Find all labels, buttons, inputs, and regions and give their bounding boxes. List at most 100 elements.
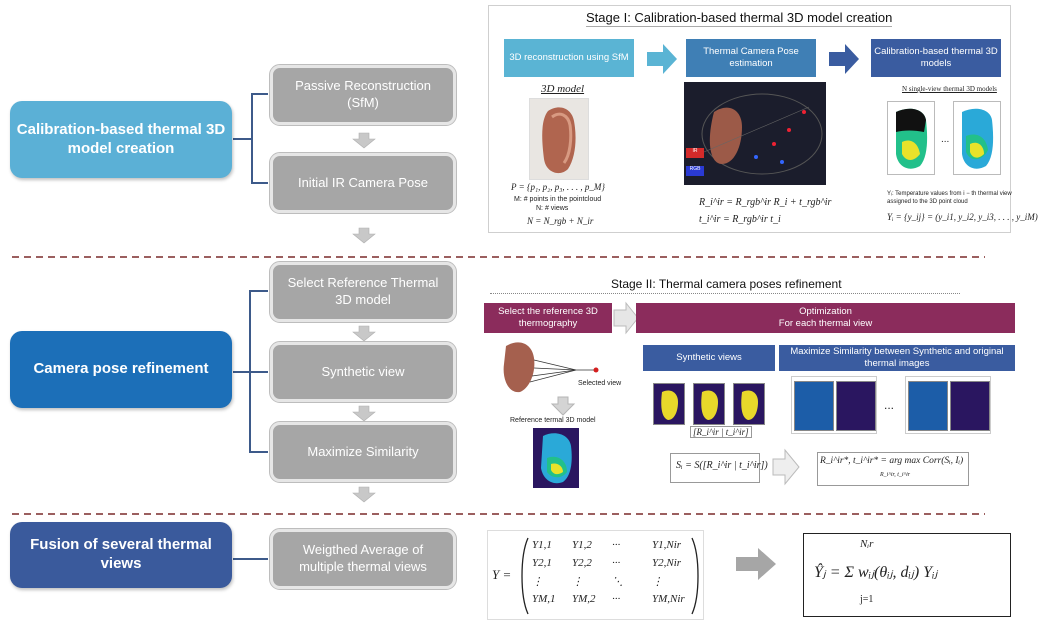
maximize-similarity-box: Maximize Similarity between Synthetic an… — [779, 345, 1015, 371]
matrix-cell: YM,2 — [572, 593, 596, 605]
fusion-equation-box: Nᵢr Ŷⱼ = Σ wᵢⱼ(θᵢⱼ, dᵢⱼ) Yᵢⱼ j=1 — [803, 533, 1011, 617]
argmax-equation: R_i^ir*, t_i^ir* = arg max Corr(Sᵢ, Iᵢ) — [820, 456, 964, 466]
maximize-similarity-label: Maximize Similarity between Synthetic an… — [790, 345, 1004, 369]
stage3-label-box: Fusion of several thermal views — [10, 522, 232, 588]
step-synthetic-view: Synthetic view — [269, 341, 457, 403]
reference-model-label: Reference termal 3D model — [510, 417, 596, 424]
down-arrow-grey — [550, 396, 576, 416]
synthetic-thumb-1 — [653, 383, 685, 425]
comparison-pair-1 — [791, 376, 877, 434]
down-arrow-3 — [352, 325, 376, 342]
optimization-sublabel: For each thermal view — [778, 318, 873, 329]
selected-view-label: Selected view — [578, 380, 622, 387]
s-equation: Sᵢ = S([R_i^ir | t_i^ir]) — [676, 460, 768, 471]
matrix-cell: Y1,1 — [532, 539, 552, 551]
synthetic-thumb-3 — [733, 383, 765, 425]
step-select-reference: Select Reference Thermal 3D model — [269, 261, 457, 323]
badge-rgb: RGB — [686, 166, 704, 176]
select-reference-label: Select the reference 3D thermography — [498, 305, 598, 329]
equation-arrow — [772, 448, 800, 486]
s-equation-box — [670, 453, 760, 483]
matrix-cell: Y2,2 — [572, 557, 592, 569]
sum-bottom: j=1 — [860, 594, 874, 605]
optimization-box: Optimization For each thermal view — [636, 303, 1015, 333]
yi-equation: Yᵢ = {y_ij} = (y_i1, y_i2, y_i3, . . . ,… — [887, 212, 1038, 222]
matrix-cell: ⋮ — [652, 576, 663, 588]
matrix-cell: Y1,Nir — [652, 539, 682, 551]
matrix-cell: ⋮ — [572, 576, 583, 588]
matrix-cell: ··· — [612, 557, 621, 569]
comparison-ellipsis: ... — [884, 398, 895, 412]
stage2-label-box: Camera pose refinement — [10, 331, 232, 408]
step-weighted-average: Weigthed Average of multiple thermal vie… — [269, 528, 457, 590]
step-weighted-label: Weigthed Average of multiple thermal vie… — [299, 542, 427, 574]
stage1-models-box: Calibration-based thermal 3D models — [871, 39, 1001, 77]
comparison-pair-n — [905, 376, 991, 434]
t-equation: t_i^ir = R_rgb^ir t_i — [699, 214, 781, 225]
stage1-pose-box: Thermal Camera Pose estimation — [686, 39, 816, 77]
down-arrow-5 — [352, 486, 376, 503]
down-arrow-1 — [352, 132, 376, 149]
bracket-stage1 — [233, 93, 268, 184]
step-maximize-label: Maximize Similarity — [307, 443, 419, 459]
down-arrow-2 — [352, 227, 376, 244]
stage3-label: Fusion of several thermal views — [30, 536, 212, 572]
matrix-cell: Y2,1 — [532, 557, 552, 569]
sum-top: Nᵢr — [860, 538, 874, 550]
camera-view-diagram — [503, 342, 599, 393]
pose-visualization: IR RGB — [684, 82, 826, 185]
step-maximize-similarity: Maximize Similarity — [269, 421, 457, 483]
pose-scene — [701, 93, 823, 175]
matrix-cell: ··· — [612, 539, 621, 551]
down-arrow-4 — [352, 405, 376, 422]
models-ellipsis: ... — [941, 134, 950, 145]
model-label: 3D model — [541, 83, 585, 95]
single-view-label: N single-view thermal 3D models — [902, 85, 997, 93]
stage1-label-box: Calibration-based thermal 3D model creat… — [10, 101, 232, 178]
step-synthetic-label: Synthetic view — [321, 363, 405, 379]
reference-thermal-model — [533, 428, 579, 488]
thermal-model-n — [953, 101, 1001, 175]
yi-note-2: assigned to the 3D point cloud — [887, 199, 968, 205]
synthetic-views-box: Synthetic views — [643, 345, 775, 371]
badge-ir: IR — [686, 148, 704, 158]
matrix-brackets — [521, 537, 699, 615]
rt-label: [R_i^ir | t_i^ir] — [690, 426, 752, 438]
stage1-pose-label: Thermal Camera Pose estimation — [703, 45, 799, 69]
connector-layer — [12, 93, 985, 560]
bracket-stage2 — [233, 290, 268, 453]
fusion-arrow — [736, 548, 776, 580]
matrix-cell: ⋱ — [612, 576, 623, 588]
optimization-label: Optimization — [799, 305, 852, 317]
grey-right-arrow — [613, 301, 639, 335]
n-equation: N = N_rgb + N_ir — [527, 216, 594, 226]
stage1-sfm-label: 3D reconstruction using SfM — [509, 51, 629, 63]
p-equation: P = {p₁, p₂, p₃, . . . , p_M} — [511, 182, 605, 192]
synthetic-thumb-2 — [693, 383, 725, 425]
right-arrow-1 — [647, 44, 677, 74]
stage1-models-label: Calibration-based thermal 3D models — [874, 45, 998, 69]
matrix-lhs: Y = — [492, 567, 512, 582]
argmax-subscript: R_i^ir, t_i^ir — [880, 472, 911, 478]
stage1-panel: Stage I: Calibration-based thermal 3D mo… — [488, 5, 1038, 233]
stage2-title: Stage II: Thermal camera poses refinemen… — [611, 277, 842, 291]
argmax-box — [817, 452, 969, 486]
matrix-cell: ⋮ — [532, 576, 543, 588]
stage2-label: Camera pose refinement — [33, 360, 209, 378]
stage1-title: Stage I: Calibration-based thermal 3D mo… — [586, 10, 893, 27]
thermal-model-1 — [887, 101, 935, 175]
step-select-label: Select Reference Thermal 3D model — [287, 275, 439, 307]
right-arrow-2 — [829, 44, 859, 74]
r-equation: R_i^ir = R_rgb^ir R_i + t_rgb^ir — [699, 197, 832, 208]
matrix-cell: Y2,Nir — [652, 557, 682, 569]
yi-note-1: Yᵢ: Temperature values from i − th therm… — [887, 191, 1012, 197]
stage1-label: Calibration-based thermal 3D model creat… — [16, 120, 226, 157]
step-initial-label: Initial IR Camera Pose — [297, 174, 429, 190]
step-passive-reconstruction: Passive Reconstruction (SfM) — [269, 64, 457, 126]
model-photo — [529, 98, 589, 180]
matrix-cell: YM,1 — [532, 593, 556, 605]
foot-model-icon — [542, 107, 576, 174]
matrix-cell: YM,Nir — [652, 593, 685, 605]
